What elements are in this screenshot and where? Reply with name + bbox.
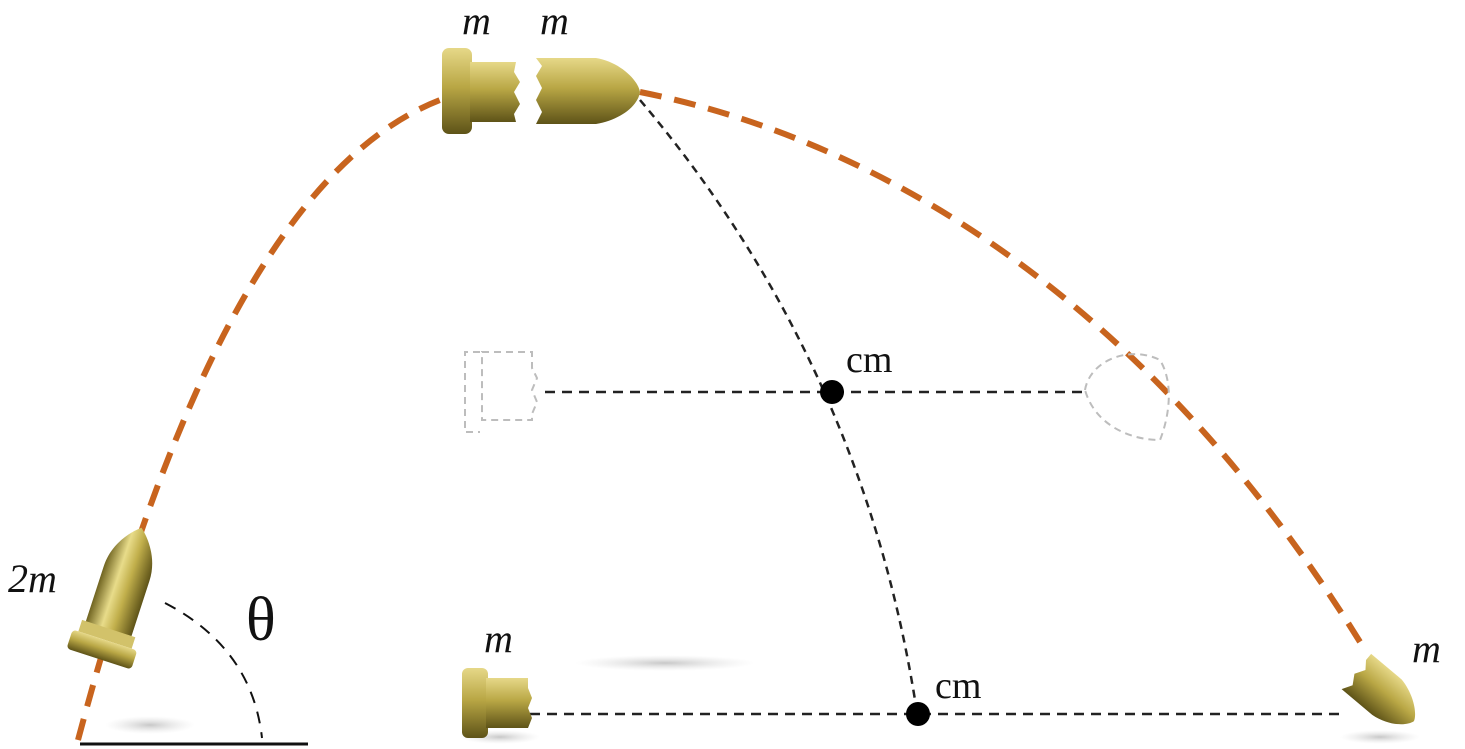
label-launch-angle: θ bbox=[246, 586, 276, 654]
ground-tip-icon bbox=[1341, 653, 1416, 725]
cm-trajectory bbox=[639, 99, 917, 701]
bullet-tip-icon bbox=[536, 58, 640, 124]
angle-arc bbox=[164, 602, 263, 739]
bullet-shell-icon bbox=[67, 527, 153, 669]
label-cm-ground: cm bbox=[935, 665, 981, 707]
ghost-tip-outline bbox=[1083, 353, 1170, 442]
label-cm-mid: cm bbox=[846, 339, 892, 381]
label-fragment-right-top: m bbox=[540, 0, 569, 43]
label-fragment-right-bottom: m bbox=[1412, 626, 1441, 671]
ground-casing-icon bbox=[462, 668, 532, 738]
cm-dot-mid bbox=[820, 380, 844, 404]
shadow-launch bbox=[105, 716, 195, 734]
label-projectile-mass: 2m bbox=[8, 556, 57, 601]
ghost-casing-outline bbox=[464, 351, 539, 433]
cm-dot-ground bbox=[906, 702, 930, 726]
label-fragment-left-top: m bbox=[462, 0, 491, 43]
shell-casing-icon bbox=[442, 48, 520, 134]
shadow-right-ground bbox=[1340, 730, 1420, 744]
shadow-left-fragment bbox=[575, 655, 755, 671]
front-fragment-trajectory bbox=[639, 89, 1368, 652]
label-fragment-left-bottom: m bbox=[484, 616, 513, 661]
